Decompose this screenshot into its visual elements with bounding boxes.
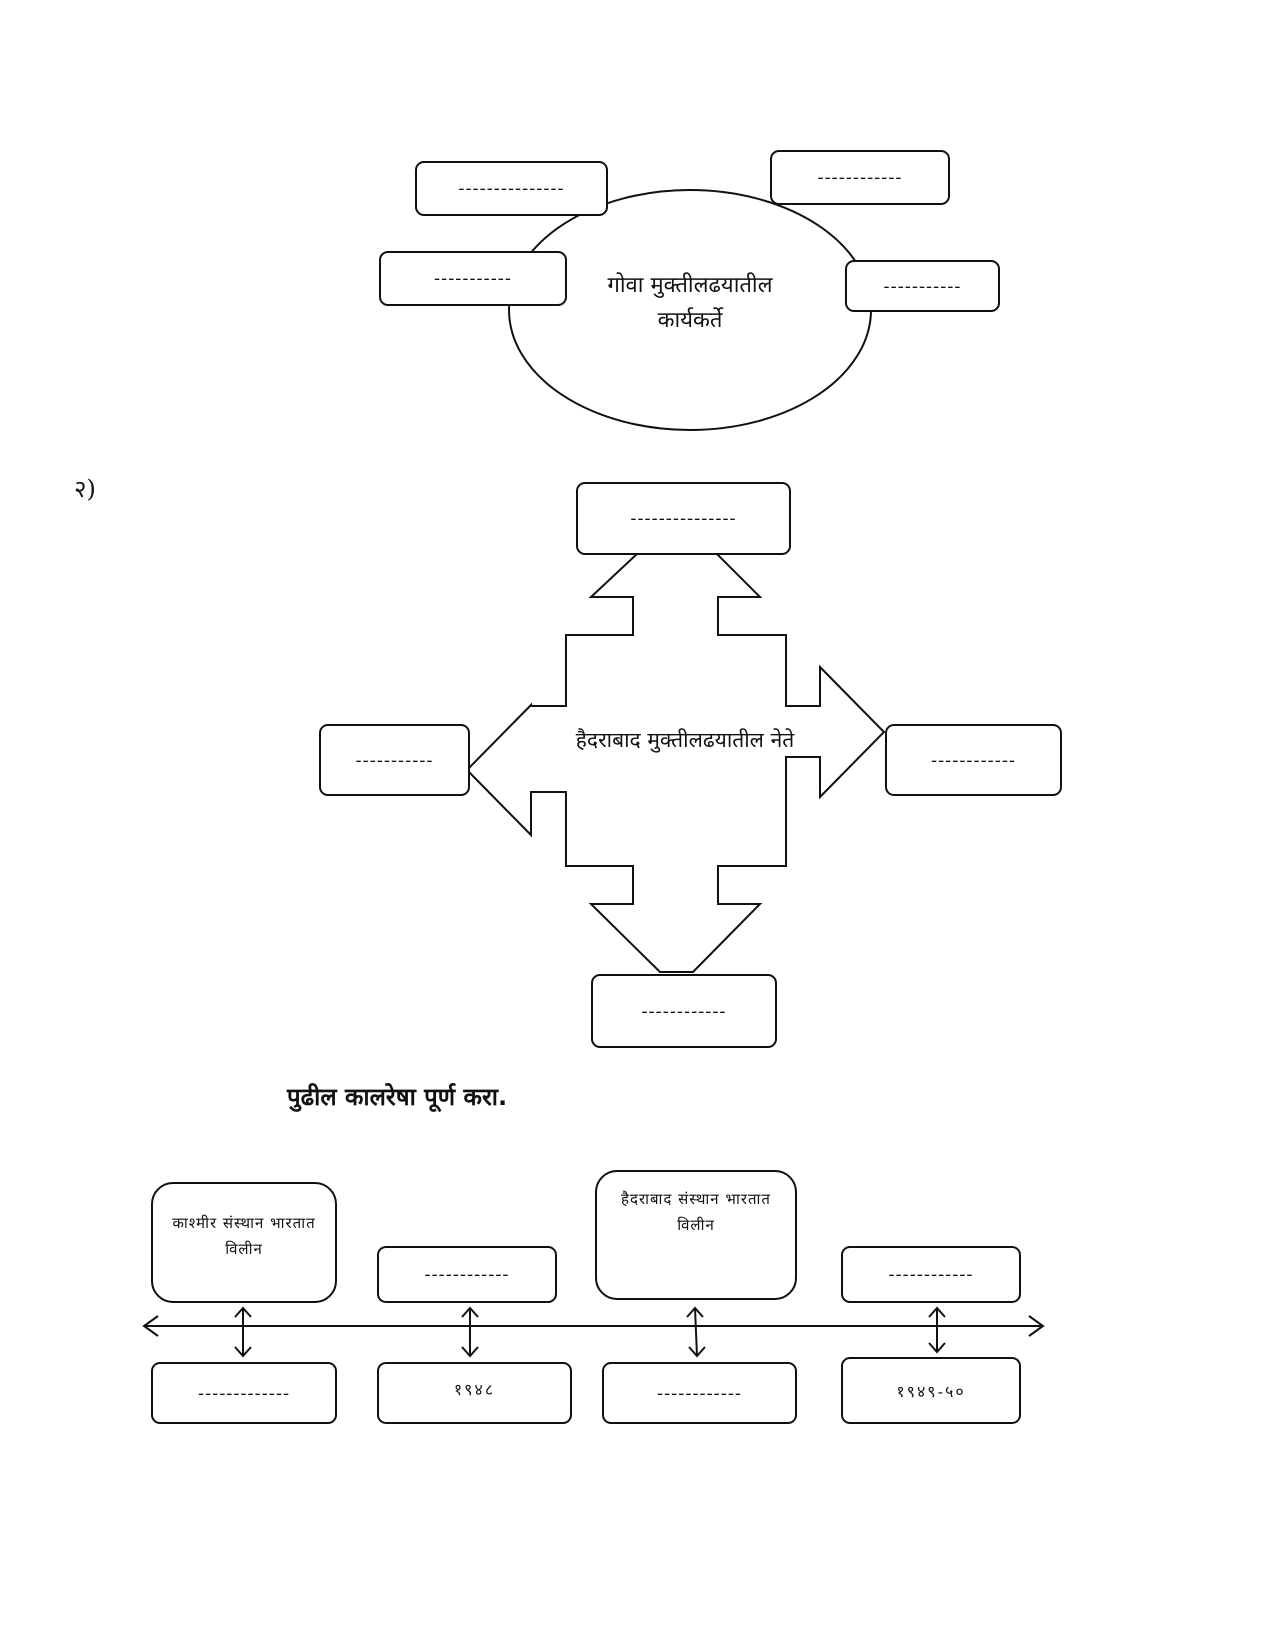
timeline-event-3-line2: विलीन — [677, 1216, 715, 1235]
timeline-year-3-text: ------------ — [657, 1382, 742, 1404]
timeline-event-3[interactable]: हैदराबाद संस्थान भारतात विलीन — [595, 1170, 797, 1300]
question-number: २) — [74, 475, 96, 503]
goa-center-line2: कार्यकर्ते — [657, 308, 723, 334]
timeline-event-2-text: ------------ — [424, 1264, 510, 1285]
timeline-event-1-line2: विलीन — [225, 1240, 263, 1259]
hyderabad-center-label: हैदराबाद मुक्तीलढयातील नेते — [575, 728, 795, 752]
timeline-year-4-text: १९४९-५० — [896, 1381, 966, 1401]
goa-box-mid-right-text: ----------- — [883, 275, 962, 297]
hyderabad-box-left-text: ----------- — [355, 749, 434, 771]
hyderabad-four-way-arrow — [465, 552, 886, 973]
hyderabad-box-right-text: ------------ — [931, 749, 1016, 771]
timeline-connector-3 — [686, 1306, 706, 1358]
goa-box-top-right[interactable]: ------------ — [770, 150, 950, 205]
timeline-event-1-line1: काश्मीर संस्थान भारतात — [172, 1214, 316, 1232]
goa-box-mid-left[interactable]: ----------- — [379, 251, 567, 306]
timeline-connector-4 — [928, 1306, 946, 1354]
goa-center-line1: गोवा मुक्तीलढयातील — [607, 273, 773, 298]
hyderabad-box-left[interactable]: ----------- — [319, 724, 470, 796]
timeline-event-1-text: काश्मीर संस्थान भारतात विलीन — [172, 1210, 315, 1263]
timeline-event-4[interactable]: ------------ — [841, 1246, 1021, 1303]
timeline-year-1[interactable]: ------------- — [151, 1362, 337, 1424]
hyderabad-box-right[interactable]: ------------ — [885, 724, 1062, 796]
timeline-year-1-text: ------------- — [197, 1382, 291, 1404]
timeline-heading: पुढील कालरेषा पूर्ण करा. — [287, 1083, 508, 1111]
goa-box-top-left[interactable]: --------------- — [415, 161, 608, 216]
timeline-event-3-text: हैदराबाद संस्थान भारतात विलीन — [621, 1186, 771, 1239]
timeline-connector-1 — [234, 1306, 252, 1358]
goa-box-mid-left-text: ----------- — [434, 268, 512, 289]
timeline-axis — [142, 1315, 1045, 1337]
timeline-event-2[interactable]: ------------ — [377, 1246, 557, 1303]
timeline-event-1[interactable]: काश्मीर संस्थान भारतात विलीन — [151, 1182, 337, 1303]
hyderabad-box-top[interactable]: --------------- — [576, 482, 791, 555]
timeline-year-4[interactable]: १९४९-५० — [841, 1357, 1021, 1424]
timeline-event-3-line1: हैदराबाद संस्थान भारतात — [621, 1190, 771, 1208]
timeline-connector-2 — [461, 1306, 479, 1358]
goa-box-top-left-text: --------------- — [458, 178, 565, 199]
goa-box-top-right-text: ------------ — [817, 167, 903, 188]
timeline-year-2[interactable]: १९४८ — [377, 1362, 572, 1424]
timeline-event-4-text: ------------ — [888, 1264, 974, 1285]
timeline-year-3[interactable]: ------------ — [602, 1362, 797, 1424]
hyderabad-box-bottom-text: ------------ — [641, 1000, 727, 1022]
timeline-year-2-text: १९४८ — [453, 1380, 496, 1399]
hyderabad-box-bottom[interactable]: ------------ — [591, 974, 777, 1048]
hyderabad-box-top-text: --------------- — [630, 508, 737, 529]
goa-center-label: गोवा मुक्तीलढयातील कार्यकर्ते — [580, 268, 800, 338]
goa-box-mid-right[interactable]: ----------- — [845, 260, 1000, 312]
